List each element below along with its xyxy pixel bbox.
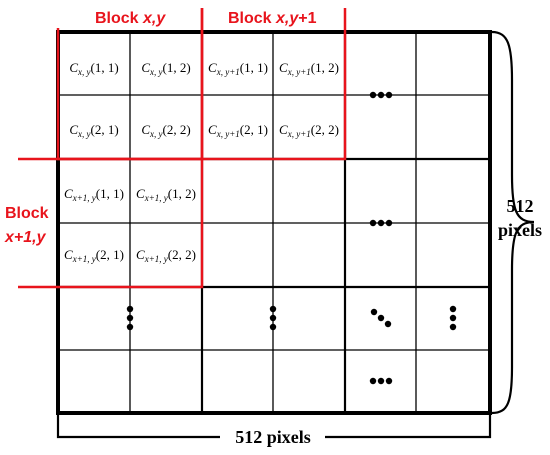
cell-subscript: x, y — [77, 67, 91, 77]
cell-subscript: x+1, y — [72, 193, 96, 203]
block-xy-var: x,y — [142, 10, 166, 27]
block-x1y-outline — [18, 157, 204, 289]
cell-base: C — [64, 186, 73, 201]
ellipsis-dot — [385, 377, 393, 385]
ellipsis-dot — [449, 305, 457, 313]
red-block-outlines — [18, 8, 347, 289]
cell-base: C — [69, 122, 78, 137]
cell-subscript: x, y+1 — [287, 67, 311, 77]
cell-label-c31: Cx+1, y(1, 1) — [64, 186, 124, 203]
cell-label-c11: Cx, y(1, 1) — [69, 60, 118, 77]
cell-label-c13: Cx, y+1(1, 1) — [208, 60, 268, 77]
ellipsis-row-last — [369, 377, 393, 385]
ellipsis-dot — [369, 377, 377, 385]
cell-index: (2, 1) — [91, 122, 119, 137]
cell-subscript: x, y — [77, 129, 91, 139]
cell-base: C — [279, 60, 288, 75]
block-x1y-label-line2: x+1,y — [4, 229, 47, 246]
ellipsis-dot — [377, 314, 385, 322]
cell-subscript: x+1, y — [72, 254, 96, 264]
cell-subscript: x, y — [149, 67, 163, 77]
cell-base: C — [279, 122, 288, 137]
cell-label-c22: Cx, y(2, 2) — [141, 122, 190, 139]
ellipsis-col-block2 — [269, 305, 277, 331]
cell-index: (2, 1) — [240, 122, 268, 137]
ellipsis-row-block2 — [369, 219, 393, 227]
block-x1y-label-line1: Block — [5, 205, 49, 222]
block-xy1-var: x,y — [275, 10, 299, 27]
ellipsis-dot — [449, 314, 457, 322]
cell-index: (1, 2) — [311, 60, 339, 75]
cell-index: (1, 1) — [96, 186, 124, 201]
ellipsis-dot — [269, 323, 277, 331]
ellipsis-col-block1 — [126, 305, 134, 331]
ellipsis-dot — [369, 219, 377, 227]
cell-base: C — [136, 186, 145, 201]
width-line-left — [56, 413, 220, 439]
cell-index: (2, 2) — [163, 122, 191, 137]
ellipsis-dot — [126, 323, 134, 331]
cell-base: C — [141, 122, 150, 137]
ellipsis-diagonal — [370, 308, 392, 328]
grid-lines — [58, 32, 490, 413]
ellipsis-dot — [269, 314, 277, 322]
cell-base: C — [208, 122, 217, 137]
cell-label-c23: Cx, y+1(2, 1) — [208, 122, 268, 139]
block-xy1-outline — [200, 8, 347, 161]
cell-label-c24: Cx, y+1(2, 2) — [279, 122, 339, 139]
cell-label-c14: Cx, y+1(1, 2) — [279, 60, 339, 77]
cell-base: C — [64, 247, 73, 262]
ellipsis-dot — [385, 91, 393, 99]
cell-index: (2, 1) — [96, 247, 124, 262]
height-brace — [491, 30, 535, 415]
block-xy1-prefix: Block — [228, 10, 276, 27]
cell-base: C — [141, 60, 150, 75]
image-border — [56, 30, 492, 415]
block-xy-label: Block x,y — [95, 10, 166, 27]
block-xy1-suffix: +1 — [298, 10, 316, 27]
cell-subscript: x, y — [149, 129, 163, 139]
cell-base: C — [69, 60, 78, 75]
cell-index: (1, 1) — [240, 60, 268, 75]
ellipsis-dot — [369, 91, 377, 99]
height-label-unit: pixels — [498, 220, 542, 240]
ellipsis-col-right — [449, 305, 457, 331]
cell-label-c32: Cx+1, y(1, 2) — [136, 186, 196, 203]
cell-subscript: x+1, y — [144, 193, 168, 203]
cell-index: (1, 1) — [91, 60, 119, 75]
cell-index: (1, 2) — [163, 60, 191, 75]
cell-label-c12: Cx, y(1, 2) — [141, 60, 190, 77]
cell-subscript: x, y+1 — [216, 67, 240, 77]
ellipsis-dot — [384, 320, 392, 328]
block-xy-prefix: Block — [95, 10, 143, 27]
ellipsis-dot — [370, 308, 378, 316]
height-label-number: 512 — [507, 196, 534, 216]
cell-index: (2, 2) — [311, 122, 339, 137]
ellipsis-dot — [377, 91, 385, 99]
cell-subscript: x+1, y — [144, 254, 168, 264]
cell-label-c42: Cx+1, y(2, 2) — [136, 247, 196, 264]
cell-index: (1, 2) — [168, 186, 196, 201]
ellipsis-dot — [269, 305, 277, 313]
cell-subscript: x, y+1 — [216, 129, 240, 139]
ellipsis-dot — [449, 323, 457, 331]
cell-labels: Cx, y(1, 1)Cx, y(1, 2)Cx, y+1(1, 1)Cx, y… — [64, 60, 339, 264]
cell-subscript: x, y+1 — [287, 129, 311, 139]
width-label: 512 pixels — [235, 427, 311, 447]
ellipsis-dot — [126, 305, 134, 313]
ellipsis-row-block1 — [369, 91, 393, 99]
ellipsis-dot — [385, 219, 393, 227]
cell-index: (2, 2) — [168, 247, 196, 262]
ellipsis-markers — [126, 91, 457, 385]
cell-label-c41: Cx+1, y(2, 1) — [64, 247, 124, 264]
width-line-right — [325, 413, 492, 439]
cell-label-c21: Cx, y(2, 1) — [69, 122, 118, 139]
cell-base: C — [208, 60, 217, 75]
block-xy1-label: Block x,y+1 — [228, 10, 317, 27]
ellipsis-dot — [126, 314, 134, 322]
ellipsis-dot — [377, 219, 385, 227]
cell-base: C — [136, 247, 145, 262]
ellipsis-dot — [377, 377, 385, 385]
